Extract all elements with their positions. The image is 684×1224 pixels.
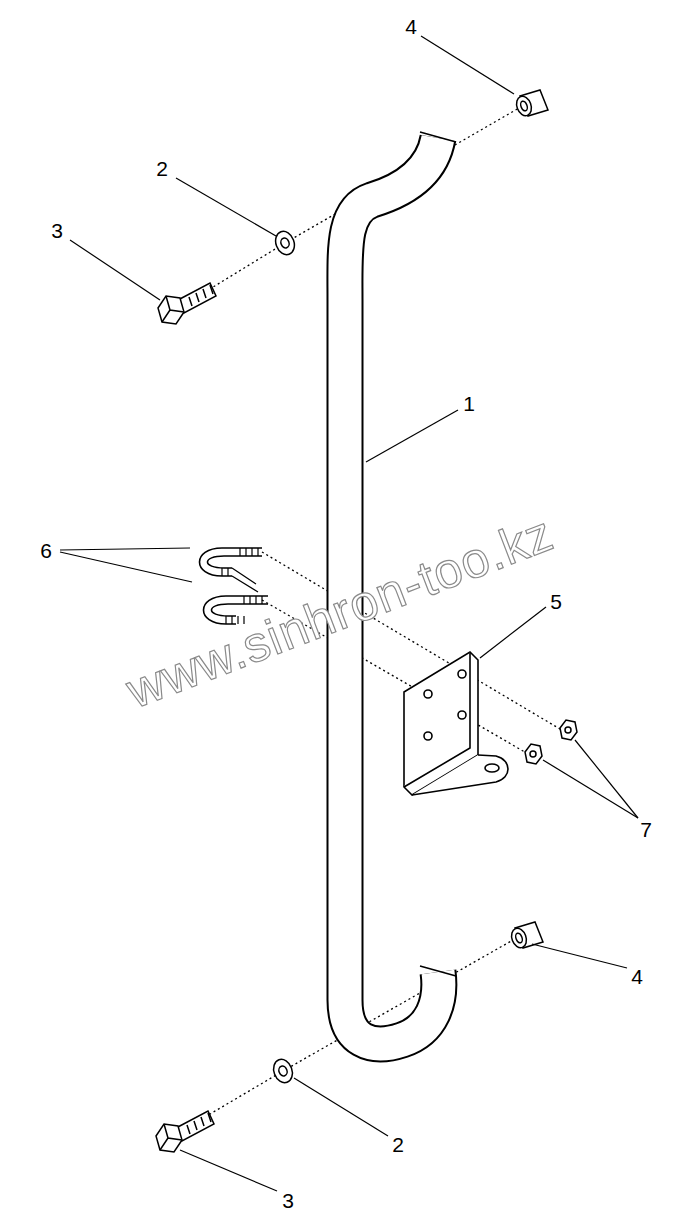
callout-number: 2 [156, 158, 168, 179]
callout-number: 5 [550, 591, 562, 612]
callout-number: 3 [282, 1190, 294, 1211]
callout-number: 6 [40, 540, 52, 561]
callout-number: 3 [51, 220, 63, 241]
callout-number: 4 [631, 966, 643, 987]
callout-number: 1 [463, 393, 475, 414]
callout-number: 4 [405, 16, 417, 37]
callout-number: 2 [392, 1134, 404, 1155]
callout-number: 7 [640, 819, 652, 840]
